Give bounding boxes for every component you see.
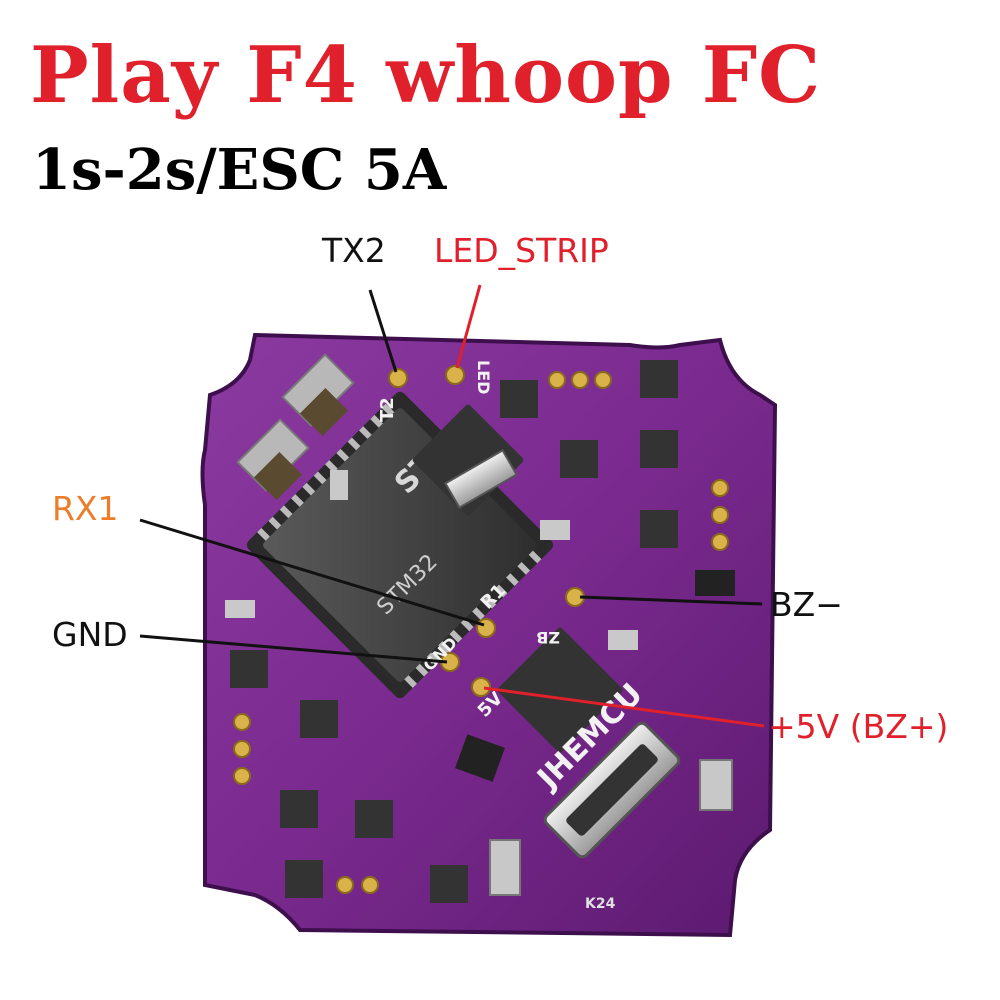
callout-rx1 (139, 518, 485, 627)
label-led-strip: LED_STRIP (434, 231, 609, 270)
callout-lines (139, 284, 765, 728)
usb-connector (543, 721, 681, 859)
silk-t2-text: T2 (377, 397, 398, 422)
product-subtitle: 1s-2s/ESC 5A (32, 137, 447, 203)
callout-led-strip (455, 284, 482, 369)
label-tx2: TX2 (322, 231, 386, 270)
silk-part-text: K24 (585, 896, 616, 912)
label-rx1: RX1 (52, 489, 119, 528)
silk-zb-text: ZB (536, 628, 560, 647)
callout-tx2 (368, 289, 398, 373)
small-components (225, 353, 735, 903)
callout-gnd (139, 634, 448, 664)
label-bz-minus: BZ− (770, 585, 843, 624)
label-bz-plus: +5V (BZ+) (768, 707, 949, 746)
silk-led-text: LED (474, 360, 493, 394)
product-title: Play F4 whoop FC (30, 30, 822, 121)
callout-bz-minus (579, 595, 763, 606)
callout-bz-plus (483, 686, 765, 728)
solder-pads (233, 365, 729, 894)
label-gnd: GND (52, 615, 128, 654)
